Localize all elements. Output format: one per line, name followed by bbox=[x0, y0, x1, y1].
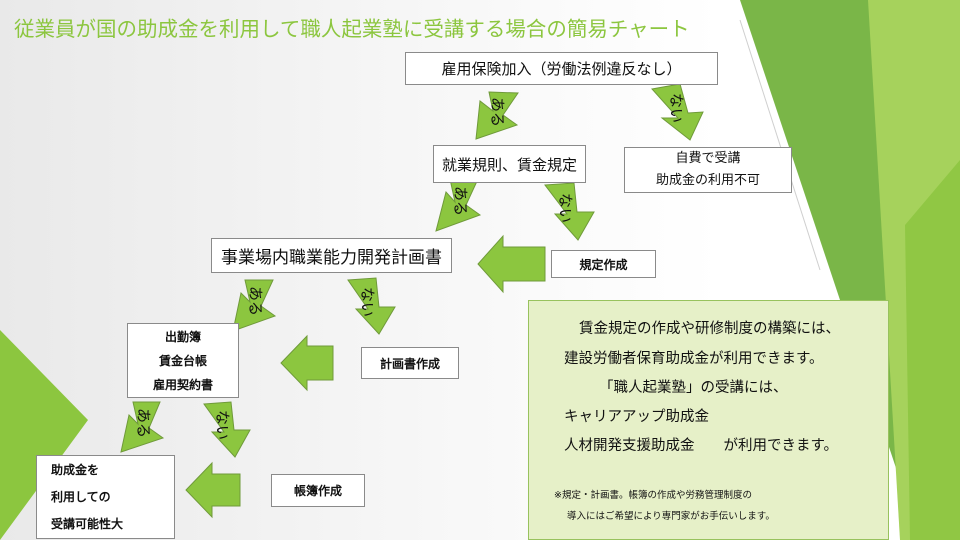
arrow-yes-label-2: ある bbox=[452, 186, 470, 216]
self-pay-line-2: 助成金の利用不可 bbox=[655, 173, 760, 188]
arrow-yes-2 bbox=[435, 178, 482, 232]
deco-thin-line bbox=[739, 19, 821, 271]
records-line-2: 賃金台帳 bbox=[158, 353, 207, 368]
arrow-no-1 bbox=[651, 83, 704, 141]
training-plan-node-label: 事業場内職業能力開発計画書 bbox=[221, 248, 442, 268]
arrow-yes-label-1: ある bbox=[489, 97, 507, 127]
result-node: 助成金を 利用しての 受講可能性大 bbox=[36, 455, 175, 539]
arrow-no-4 bbox=[203, 401, 251, 458]
work-rules-node: 就業規則、賃金規定 bbox=[433, 145, 586, 183]
result-line-1: 助成金を bbox=[51, 462, 100, 477]
info-line-4: キャリアアップ助成金 bbox=[564, 409, 709, 425]
info-panel: 賃金規定の作成や研修制度の構築には、 建設労働者保育助成金が利用できます。 「職… bbox=[528, 300, 889, 540]
arrow-no-label-2: ない bbox=[557, 193, 575, 223]
training-plan-node: 事業場内職業能力開発計画書 bbox=[211, 238, 452, 273]
insurance-node: 雇用保険加入（労働法例違反なし） bbox=[405, 52, 718, 85]
arrow-left-1 bbox=[477, 234, 546, 294]
arrow-no-label-3: ない bbox=[359, 287, 377, 317]
arrow-yes-3 bbox=[232, 279, 277, 332]
info-note-line-1: ※規定・計画書。帳簿の作成や労務管理制度の bbox=[554, 490, 752, 501]
deco-mid-green-shape bbox=[905, 160, 960, 540]
arrow-yes-label-4: ある bbox=[135, 408, 153, 438]
records-line-3: 雇用契約書 bbox=[152, 377, 213, 392]
self-pay-node: 自費で受講 助成金の利用不可 bbox=[624, 147, 792, 193]
arrow-no-2 bbox=[544, 182, 595, 241]
make-plan-node: 計画書作成 bbox=[361, 347, 459, 379]
arrow-left-2 bbox=[280, 334, 334, 392]
info-note-line-2: 導入にはご希望により専門家がお手伝いします。 bbox=[567, 511, 775, 522]
arrow-no-label-4: ない bbox=[214, 410, 232, 440]
result-line-2: 利用しての bbox=[51, 489, 111, 504]
make-rules-node: 規定作成 bbox=[551, 250, 656, 278]
make-books-node-label: 帳簿作成 bbox=[293, 484, 342, 498]
arrow-no-label-1: ない bbox=[668, 93, 686, 123]
chart-title: 従業員が国の助成金を利用して職人起業塾に受講する場合の簡易チャート bbox=[14, 17, 690, 41]
info-line-1: 賃金規定の作成や研修制度の構築には、 bbox=[579, 321, 840, 337]
info-line-2: 建設労働者保育助成金が利用できます。 bbox=[564, 351, 824, 367]
arrow-yes-label-3: ある bbox=[247, 286, 265, 316]
make-plan-node-label: 計画書作成 bbox=[379, 356, 440, 371]
work-rules-node-label: 就業規則、賃金規定 bbox=[441, 155, 577, 174]
info-line-5: 人材開発支援助成金 が利用できます。 bbox=[564, 438, 839, 454]
records-line-1: 出勤簿 bbox=[164, 329, 201, 344]
insurance-node-label: 雇用保険加入（労働法例違反なし） bbox=[441, 60, 682, 78]
result-line-3: 受講可能性大 bbox=[51, 516, 124, 531]
arrow-yes-1 bbox=[475, 91, 519, 140]
arrow-left-3 bbox=[185, 461, 241, 519]
info-line-3: 「職人起業塾」の受講には、 bbox=[599, 380, 788, 396]
arrow-yes-4 bbox=[120, 401, 165, 453]
self-pay-line-1: 自費で受講 bbox=[675, 151, 741, 166]
make-rules-node-label: 規定作成 bbox=[579, 257, 628, 272]
arrow-no-3 bbox=[347, 277, 396, 335]
records-node: 出勤簿 賃金台帳 雇用契約書 bbox=[127, 323, 239, 398]
make-books-node: 帳簿作成 bbox=[271, 474, 365, 507]
